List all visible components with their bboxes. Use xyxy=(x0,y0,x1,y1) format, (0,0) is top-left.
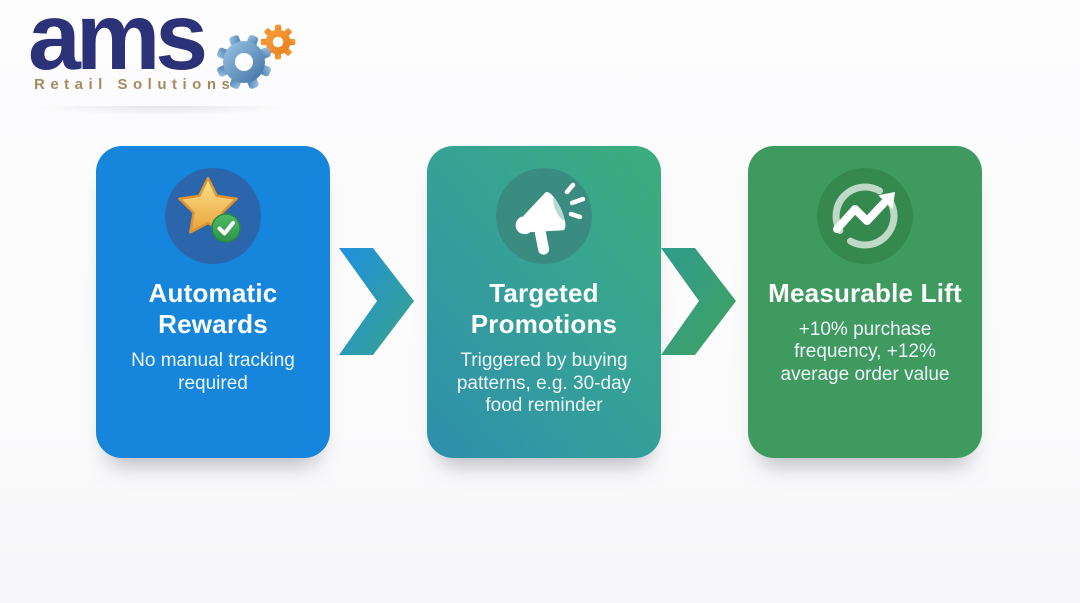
flow-arrow-icon xyxy=(661,248,736,355)
flow-arrow-icon xyxy=(339,248,414,355)
brand-tagline: Retail Solutions xyxy=(34,76,236,93)
trend-badge xyxy=(817,168,913,264)
card-measurable-lift: Measurable Lift +10% purchase frequency,… xyxy=(748,146,982,458)
card-title: Targeted Promotions xyxy=(470,278,618,340)
brand-name: ams xyxy=(28,0,208,90)
star-badge xyxy=(165,168,261,264)
brand-logo: ams xyxy=(28,0,312,116)
card-targeted-promotions: Targeted Promotions Triggered by buying … xyxy=(427,146,661,458)
star-check-icon xyxy=(178,176,241,243)
megaphone-icon xyxy=(515,182,586,255)
card-automatic-rewards: Automatic Rewards No manual tracking req… xyxy=(96,146,330,458)
trend-up-icon xyxy=(832,183,898,249)
card-description: Triggered by buying patterns, e.g. 30-da… xyxy=(456,350,632,416)
megaphone-badge xyxy=(496,168,592,264)
card-description: +10% purchase frequency, +12% average or… xyxy=(780,319,950,385)
card-description: No manual tracking required xyxy=(131,350,295,394)
card-title: Measurable Lift xyxy=(768,278,962,308)
logo-reflection xyxy=(32,106,292,116)
gears-icon xyxy=(217,24,296,89)
card-title: Automatic Rewards xyxy=(148,278,278,340)
